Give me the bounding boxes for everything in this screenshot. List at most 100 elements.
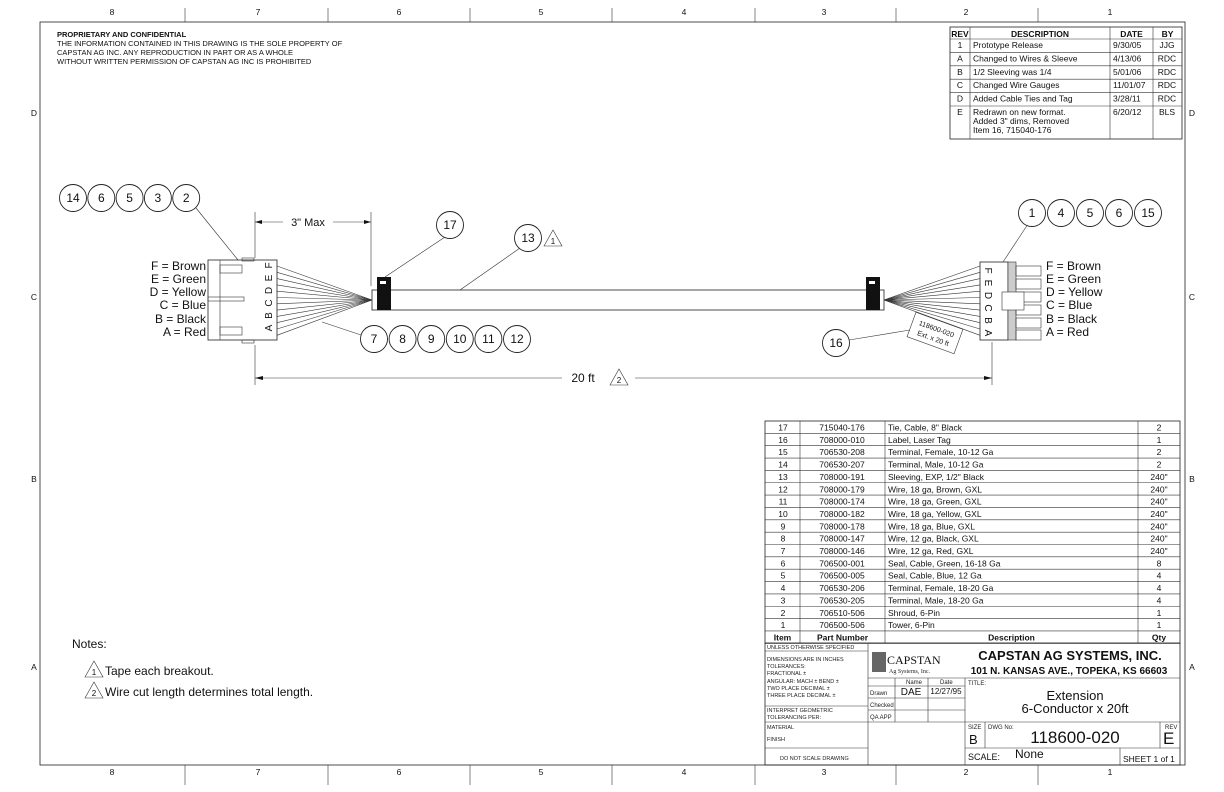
logo-sub: Ag Systems, Inc. [889,669,930,675]
proprietary-line: WITHOUT WRITTEN PERMISSION OF CAPSTAN AG… [57,57,312,66]
bom-part-number: 708000-191 [819,472,865,482]
title-block: UNLESS OTHERWISE SPECIFIED DIMENSIONS ARE… [764,642,1181,766]
revision-header: BY [1162,29,1174,39]
drawing-title: Extension [1046,688,1103,703]
proprietary-title: PROPRIETARY AND CONFIDENTIAL [57,30,187,39]
bom-item: 5 [781,571,786,581]
zone-column-label: 2 [964,7,969,17]
pin-letter-left: A [264,324,275,331]
wire [883,299,981,336]
bom-part-number: 708000-147 [819,534,865,544]
pin-letter-left: D [264,287,275,294]
wire [883,265,981,301]
tolerance-text: UNLESS OTHERWISE SPECIFIED [767,645,854,651]
pin-letter-left: C [264,299,275,306]
balloon-number: 14 [66,191,80,205]
wire [276,299,373,336]
bom-part-number: 706500-001 [819,558,865,568]
revision-description: Item 16, 715040-176 [973,125,1052,135]
tolerance-text: MATERIAL [767,725,794,731]
bom-item: 10 [778,509,788,519]
revision-description: Changed to Wires & Sleeve [973,53,1078,63]
bom-item: 14 [778,460,788,470]
item-balloon: 12 [503,325,531,353]
revision-date: 3/28/11 [1113,94,1141,104]
capstan-logo: CAPSTAN Ag Systems, Inc. [872,652,941,675]
logo-name: CAPSTAN [887,653,941,667]
zone-row-label: C [1189,292,1195,302]
item-balloon: 17 [436,211,464,239]
dwg-no-label: DWG No: [988,725,1014,731]
balloon-number: 6 [1116,206,1123,220]
revision-date: 5/01/06 [1113,67,1142,77]
drawn-date: 12/27/95 [930,687,962,696]
pin-letter-left: F [264,262,275,268]
wire [883,278,981,301]
balloon-number: 13 [521,231,535,245]
bom-part-number: 708000-178 [819,521,865,531]
bom-item: 17 [778,423,788,433]
revision-description: Changed Wire Gauges [973,80,1059,90]
bom-part-number: 708000-179 [819,484,865,494]
revision-letter: E [1163,729,1174,748]
bom-header: Qty [1152,632,1166,642]
wire [883,297,981,301]
bom-description: Seal, Cable, Green, 16-18 Ga [888,558,1001,568]
bom-qty: 8 [1157,558,1162,568]
drawn-label: Drawn [870,691,887,697]
pin-letter-right: C [982,304,993,311]
tolerance-text: DIMENSIONS ARE IN INCHES [767,657,844,663]
bom-item: 3 [781,595,786,605]
note-text: Tape each breakout. [105,664,214,678]
item-balloon: 7 [360,325,388,353]
wire [883,299,981,311]
cable-tie-right [866,277,880,310]
tolerance-text: ANGULAR: MACH ± BEND ± [767,679,839,685]
dimension-3in-label: 3" Max [291,217,325,229]
legend-right: B = Black [1046,312,1098,326]
revision-rev: E [957,107,963,117]
zone-row-label: A [1189,662,1195,672]
wire [276,278,373,301]
balloon-number: 12 [510,332,524,346]
revision-by: RDC [1158,67,1176,77]
company-name: CAPSTAN AG SYSTEMS, INC. [978,648,1161,663]
left-connector [207,257,278,344]
revision-description: Redrawn on new format. [973,107,1066,117]
legend-right: F = Brown [1046,259,1101,273]
bom-description: Wire, 18 ga, Green, GXL [888,497,982,507]
wire [883,299,981,330]
wire [276,299,373,323]
bom-part-number: 706500-506 [819,620,865,630]
bom-description: Terminal, Male, 10-12 Ga [888,460,984,470]
right-connector [979,261,1042,341]
sheet-number: SHEET 1 of 1 [1123,754,1175,764]
zone-row-label: C [31,292,37,302]
bom-item: 8 [781,534,786,544]
bom-item: 12 [778,484,788,494]
drawn-by: DAE [901,687,922,698]
balloon-number: 7 [371,332,378,346]
laser-tag: 118600-020 Ext. x 20 ft [906,311,964,355]
pin-letter-left: B [264,312,275,319]
item-balloon: 4 [1047,199,1075,227]
bom-item: 16 [778,435,788,445]
note-1-flag: 1 [551,237,556,246]
zone-column-label: 4 [682,7,687,17]
scale-value: None [1015,747,1044,761]
bom-qty: 2 [1157,460,1162,470]
bom-part-number: 708000-010 [819,435,865,445]
drawing-subtitle: 6-Conductor x 20ft [1022,701,1129,716]
legend-left: B = Black [155,312,207,326]
item-balloon: 6 [1105,199,1133,227]
wire [883,272,981,301]
revision-rev: D [957,94,963,104]
size-label: SIZE [968,725,981,731]
dimension-3in: 3" Max [254,212,372,286]
revision-date: 11/01/07 [1113,80,1146,90]
